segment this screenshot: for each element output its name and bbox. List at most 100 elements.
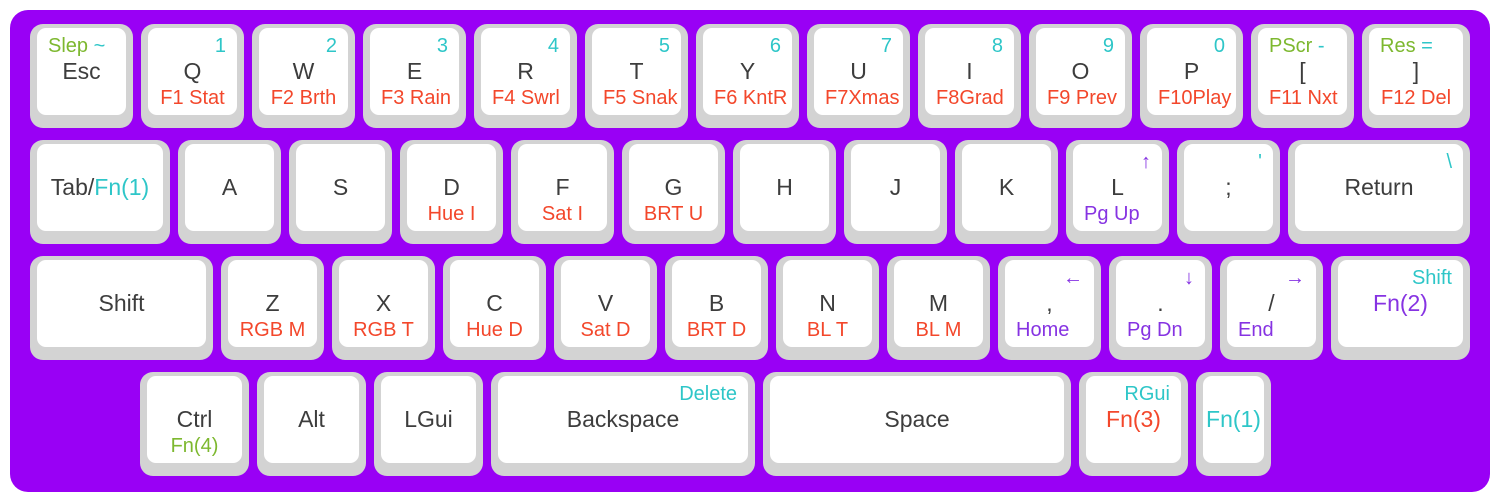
key-y-tr-legend: 6 [770,36,781,56]
key-p-mid-legend: P [1147,28,1236,115]
key-p-tr-text-0: 0 [1213,35,1225,57]
key-rbracket-mid-legend: ] [1369,28,1463,115]
key-v-bot-text-0: Sat D [580,319,631,341]
key-period: ↓.Pg Dn [1109,256,1212,360]
key-i-tr-legend: 8 [992,36,1003,56]
key-alt-mid-legend: Alt [264,376,359,463]
key-d-mid-legend: D [407,144,496,231]
key-t-tr-text-0: 5 [658,35,670,57]
key-fn1-mid-legend: Fn(1) [1203,376,1264,463]
keycap-fn1: Fn(1) [1203,376,1264,463]
keycap-n: N BL T [783,260,872,347]
key-n-mid-legend: N [783,260,872,347]
key-esc-mid-legend: Esc [37,28,126,115]
key-w-bot-legend: F2 Brth [270,88,337,108]
key-h: H [733,140,836,244]
key-x-bot-text-0: RGB T [353,319,414,341]
key-l-bot-text-0: Pg Up [1084,203,1140,225]
key-x-bot-legend: RGB T [350,320,417,340]
key-m-bot-text-0: BL M [915,319,962,341]
key-space-mid-text-0: Space [884,406,950,432]
key-p-tr-legend: 0 [1214,36,1225,56]
key-lshift-mid-legend: Shift [37,260,206,347]
keycap-lbracket: PScr -[F11 Nxt [1258,28,1347,115]
key-semicolon-mid-text-0: ; [1225,174,1232,200]
key-l-tr-legend: ↑ [1141,152,1151,172]
key-g-bot-legend: BRT U [640,204,707,224]
key-g-bot-text-0: BRT U [643,203,704,225]
key-backspace-tr-text-0: Delete [679,383,737,405]
key-o-mid-text-0: O [1071,58,1090,84]
keycap-period: ↓.Pg Dn [1116,260,1205,347]
key-o-bot-text-0: F9 Prev [1047,87,1118,109]
key-comma-mid-legend: , [1005,260,1094,347]
key-comma-bot-legend: Home [1016,320,1083,340]
key-slash-tr-legend: → [1285,268,1305,288]
key-m-mid-legend: M [894,260,983,347]
key-t-mid-text-0: T [629,58,644,84]
key-x-mid-text-0: X [375,290,392,316]
key-e-mid-text-0: E [406,58,423,84]
key-n-bot-legend: BL T [794,320,861,340]
key-e-bot-text-0: F3 Rain [381,87,452,109]
key-u-mid-legend: U [814,28,903,115]
key-a: A [178,140,281,244]
keycap-return: \Return [1295,144,1463,231]
key-y-tr-text-0: 6 [769,35,781,57]
key-rshift-mid-legend: Fn(2) [1338,260,1463,347]
key-ctrl-mid-legend: Ctrl [147,376,242,463]
keycap-k: K [962,144,1051,231]
key-x-mid-legend: X [339,260,428,347]
key-n-mid-text-0: N [819,290,836,316]
key-slash-tr-text-0: → [1285,267,1305,289]
key-esc-tl-legend: Slep ~ [48,36,105,56]
key-u-tr-legend: 7 [881,36,892,56]
key-c-mid-legend: C [450,260,539,347]
key-rbracket-mid-text-0: ] [1412,58,1420,84]
key-space: Space [763,372,1071,476]
key-r-bot-legend: F4 Swrl [492,88,560,108]
key-e-mid-legend: E [370,28,459,115]
key-e-tr-text-0: 3 [436,35,448,57]
key-q-mid-text-0: Q [183,58,202,84]
key-c-bot-text-0: Hue D [466,319,523,341]
key-space-mid-legend: Space [770,376,1064,463]
keycap-h: H [740,144,829,231]
key-fn1: Fn(1) [1196,372,1271,476]
key-i-bot-text-0: F8Grad [936,87,1004,109]
key-e-bot-legend: F3 Rain [381,87,452,109]
key-period-mid-legend: . [1116,260,1205,347]
key-ctrl-bot-text-0: Fn(4) [170,435,219,457]
key-lshift: Shift [30,256,213,360]
key-o-bot-legend: F9 Prev [1047,87,1118,109]
key-n: N BL T [776,256,879,360]
key-y-mid-legend: Y [703,28,792,115]
key-s-mid-legend: S [296,144,385,231]
key-h-mid-text-0: H [776,174,793,200]
key-backspace-mid-text-0: Backspace [566,406,680,432]
key-lbracket-mid-text-0: [ [1299,58,1306,84]
key-comma-tr-text-0: ← [1063,267,1083,289]
